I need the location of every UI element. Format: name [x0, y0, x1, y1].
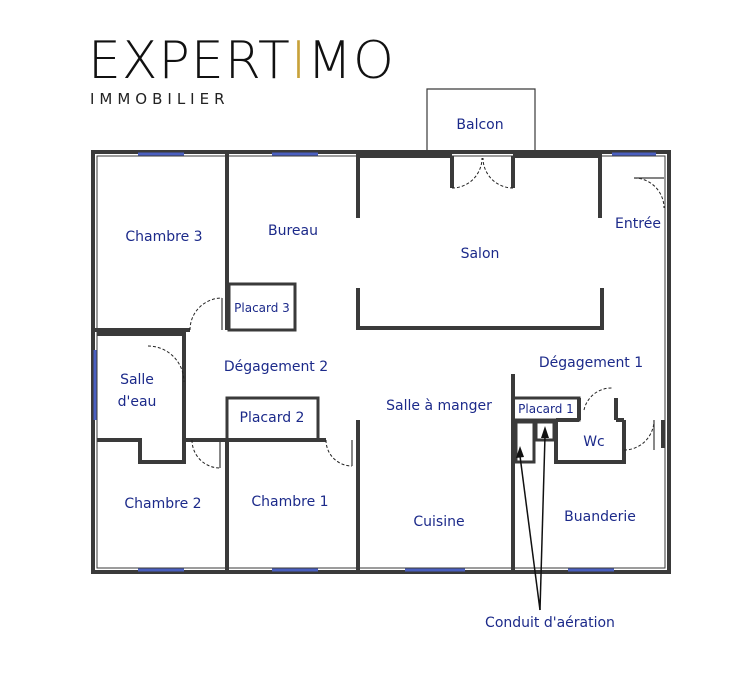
- conduit-arrows: Conduit d'aération: [485, 426, 615, 631]
- label-placard-2: Placard 2: [240, 410, 305, 426]
- logo: EXPERTIMO IMMOBILIER: [88, 31, 395, 108]
- label-salle-eau-line2: d'eau: [118, 394, 157, 410]
- label-buanderie: Buanderie: [564, 509, 636, 525]
- label-salle-eau-line1: Salle: [120, 372, 154, 388]
- label-cuisine: Cuisine: [413, 514, 464, 530]
- label-chambre-1: Chambre 1: [251, 494, 328, 510]
- label-entree: Entrée: [615, 216, 661, 232]
- balcony: [426, 88, 536, 152]
- logo-main-left: EXPERT: [88, 31, 291, 91]
- label-degagement-1: Dégagement 1: [539, 355, 643, 371]
- label-chambre-3: Chambre 3: [125, 229, 202, 245]
- interior-walls: [95, 154, 665, 570]
- label-balcon: Balcon: [456, 117, 503, 133]
- label-salle-a-manger: Salle à manger: [386, 398, 492, 414]
- svg-text:EXPERTIMO: EXPERTIMO: [88, 31, 395, 91]
- logo-main-i: I: [291, 31, 307, 91]
- logo-main-right: MO: [307, 31, 395, 91]
- door-swings: [147, 157, 665, 469]
- label-conduit-aeration: Conduit d'aération: [485, 615, 615, 631]
- windows: [93, 152, 656, 572]
- label-placard-3: Placard 3: [234, 301, 290, 315]
- label-degagement-2: Dégagement 2: [224, 359, 328, 375]
- label-bureau: Bureau: [268, 223, 318, 239]
- logo-subtitle: IMMOBILIER: [90, 90, 230, 108]
- label-wc: Wc: [583, 434, 605, 450]
- room-labels: Balcon Chambre 3 Bureau Salon Entrée Pla…: [118, 117, 661, 530]
- label-chambre-2: Chambre 2: [124, 496, 201, 512]
- label-placard-1: Placard 1: [518, 402, 574, 416]
- label-salon: Salon: [461, 246, 500, 262]
